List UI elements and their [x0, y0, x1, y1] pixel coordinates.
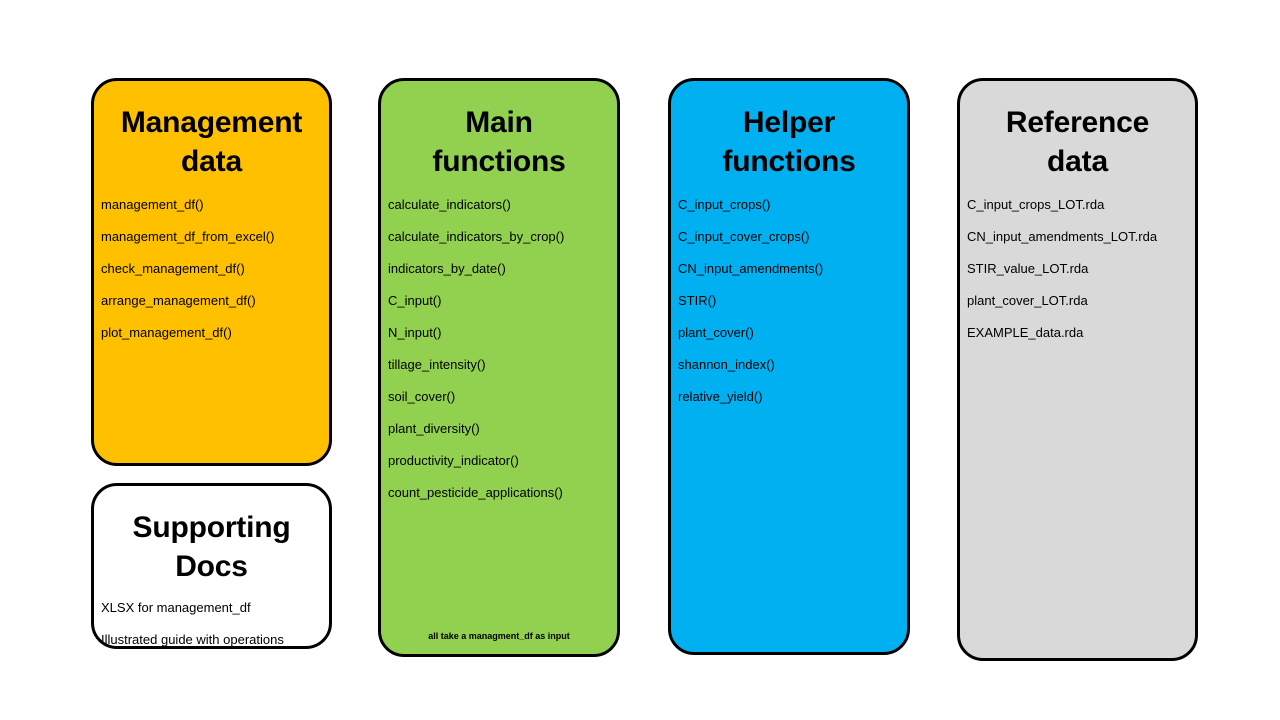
- card-item-list-reference-data: C_input_crops_LOT.rda CN_input_amendment…: [960, 181, 1195, 357]
- card-item-list-helper-functions: C_input_crops() C_input_cover_crops() CN…: [671, 181, 907, 421]
- list-item[interactable]: CN_input_amendments(): [678, 261, 824, 276]
- card-title-reference-data: Reference data: [960, 81, 1195, 181]
- list-item[interactable]: calculate_indicators_by_crop(): [388, 229, 565, 244]
- list-item[interactable]: plot_management_df(): [101, 325, 232, 340]
- card-title-line-1: Management: [120, 106, 303, 139]
- list-item[interactable]: soil_cover(): [388, 389, 456, 404]
- list-item[interactable]: check_management_df(): [101, 261, 245, 276]
- card-title-line-2: data: [1047, 145, 1108, 178]
- card-title-line-1: Helper: [742, 106, 836, 139]
- list-item[interactable]: calculate_indicators(): [388, 197, 511, 212]
- list-item[interactable]: relative_yield(): [678, 389, 763, 404]
- list-item[interactable]: Illustrated guide with operations: [101, 632, 284, 647]
- card-title-line-1: Supporting: [132, 511, 291, 544]
- card-helper-functions[interactable]: Helper functions C_input_crops() C_input…: [668, 78, 910, 655]
- card-title-main-functions: Main functions: [381, 81, 617, 181]
- list-item[interactable]: CN_input_amendments_LOT.rda: [967, 229, 1158, 244]
- list-item[interactable]: plant_cover(): [678, 325, 754, 340]
- list-item[interactable]: C_input_crops(): [678, 197, 771, 212]
- list-item[interactable]: plant_cover_LOT.rda: [967, 293, 1088, 308]
- list-item[interactable]: C_input_crops_LOT.rda: [967, 197, 1105, 212]
- card-title-line-1: Main: [465, 106, 533, 139]
- card-item-list-management-data: management_df() management_df_from_excel…: [94, 181, 329, 357]
- card-title-line-2: functions: [432, 145, 566, 178]
- card-title-supporting-docs: Supporting Docs: [94, 486, 329, 586]
- card-management-data[interactable]: Management data management_df() manageme…: [91, 78, 332, 466]
- list-item[interactable]: management_df(): [101, 197, 204, 212]
- card-title-management-data: Management data: [94, 81, 329, 181]
- list-item[interactable]: plant_diversity(): [388, 421, 480, 436]
- card-title-line-1: Reference: [1005, 106, 1150, 139]
- list-item[interactable]: XLSX for management_df: [101, 600, 251, 615]
- list-item[interactable]: indicators_by_date(): [388, 261, 506, 276]
- card-footnote-main-functions: all take a managment_df as input: [428, 631, 570, 641]
- card-main-functions[interactable]: Main functions calculate_indicators() ca…: [378, 78, 620, 657]
- list-item[interactable]: arrange_management_df(): [101, 293, 256, 308]
- card-title-line-2: Docs: [175, 550, 248, 583]
- card-supporting-docs[interactable]: Supporting Docs XLSX for management_df I…: [91, 483, 332, 649]
- list-item[interactable]: N_input(): [388, 325, 442, 340]
- card-item-list-main-functions: calculate_indicators() calculate_indicat…: [381, 181, 617, 517]
- list-item[interactable]: count_pesticide_applications(): [388, 485, 563, 500]
- list-item[interactable]: shannon_index(): [678, 357, 775, 372]
- list-item[interactable]: C_input(): [388, 293, 442, 308]
- card-title-line-2: functions: [722, 145, 856, 178]
- list-item[interactable]: EXAMPLE_data.rda: [967, 325, 1084, 340]
- list-item[interactable]: STIR_value_LOT.rda: [967, 261, 1089, 276]
- card-title-helper-functions: Helper functions: [671, 81, 907, 181]
- list-item[interactable]: tillage_intensity(): [388, 357, 486, 372]
- list-item[interactable]: management_df_from_excel(): [101, 229, 275, 244]
- list-item[interactable]: C_input_cover_crops(): [678, 229, 810, 244]
- list-item[interactable]: STIR(): [678, 293, 717, 308]
- card-title-line-2: data: [181, 145, 242, 178]
- card-reference-data[interactable]: Reference data C_input_crops_LOT.rda CN_…: [957, 78, 1198, 661]
- card-item-list-supporting-docs: XLSX for management_df Illustrated guide…: [94, 586, 329, 664]
- list-item[interactable]: productivity_indicator(): [388, 453, 519, 468]
